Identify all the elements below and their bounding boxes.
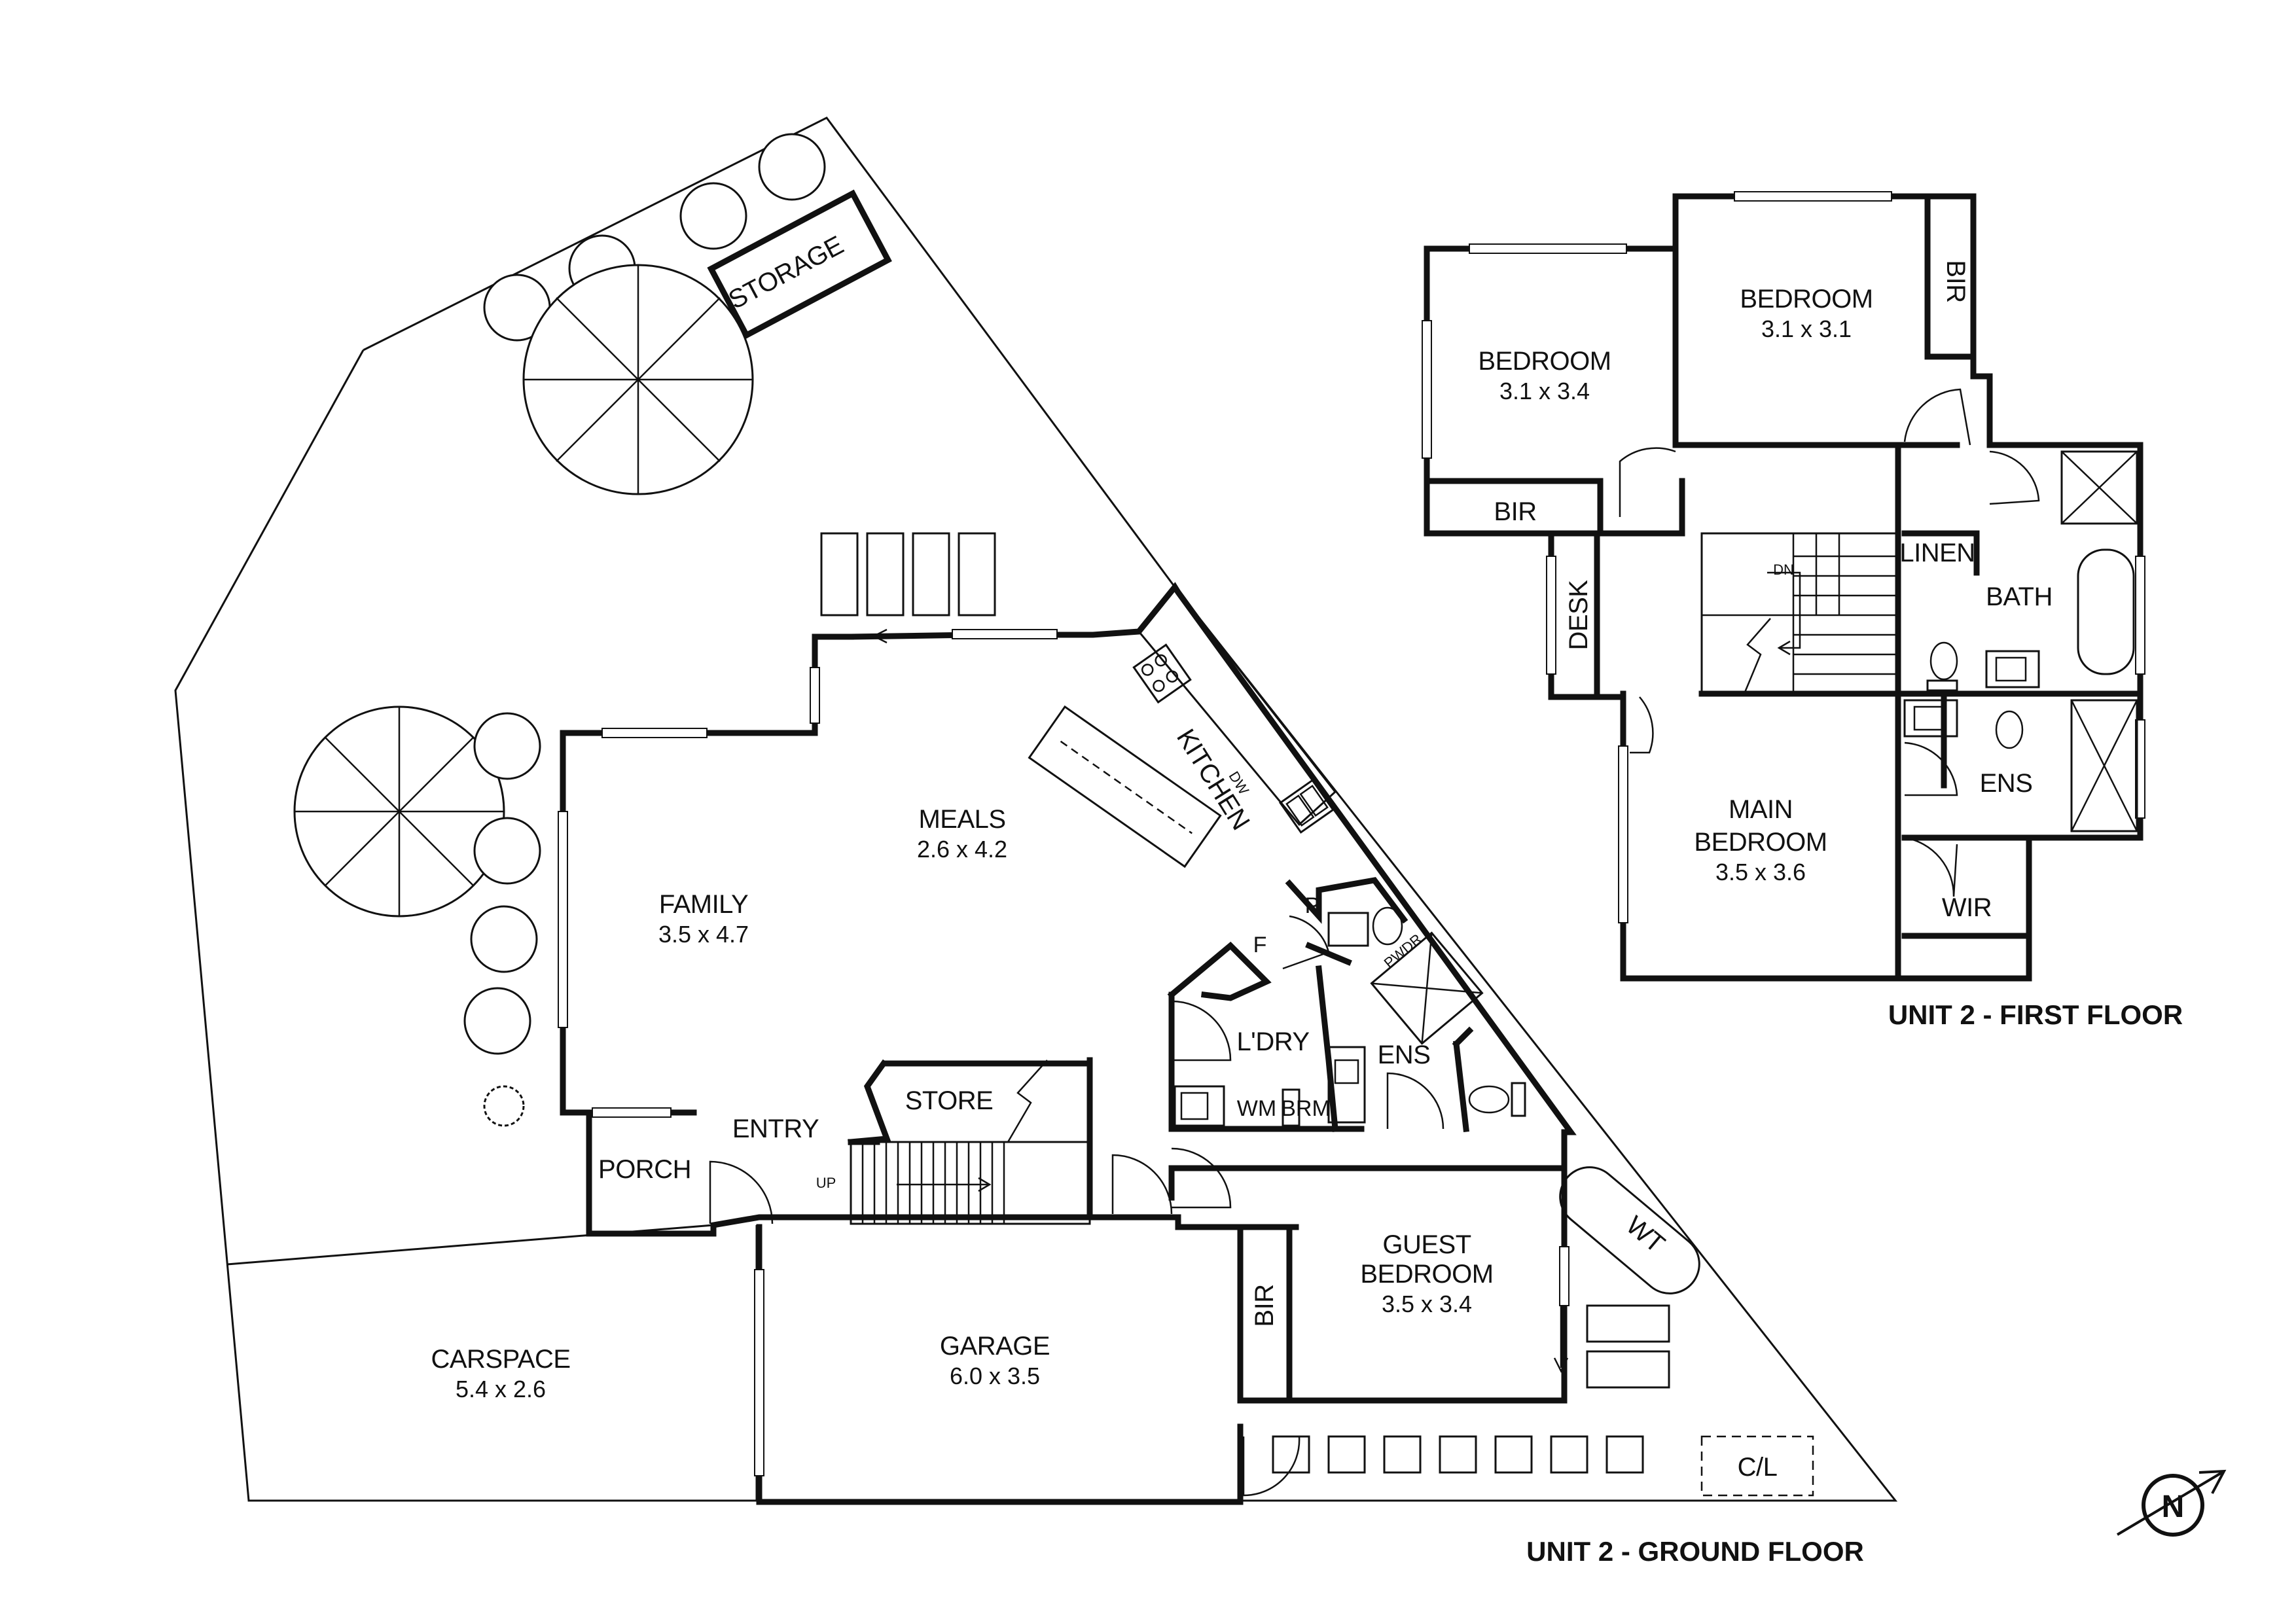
brm-label: BRM: [1281, 1096, 1331, 1121]
garage-dim: 6.0 x 3.5: [950, 1363, 1040, 1389]
fridge-label: F: [1253, 933, 1267, 957]
pwdr-label: PWDR: [1381, 931, 1426, 971]
meals-label: MEALS: [918, 805, 1005, 834]
wm-label: WM: [1237, 1096, 1276, 1121]
bedroom-2-bir-label: BIR: [1941, 260, 1970, 302]
site-boundary: [174, 116, 1898, 1502]
wt-label: WT: [1621, 1211, 1670, 1258]
guest-bedroom-label-1: GUEST: [1382, 1230, 1471, 1259]
guest-bedroom-dim: 3.5 x 3.4: [1382, 1291, 1472, 1317]
ground-floor-caption: UNIT 2 - GROUND FLOOR: [1526, 1536, 1864, 1567]
garage-label: GARAGE: [940, 1332, 1050, 1361]
main-bedroom-label-2: BEDROOM: [1694, 828, 1827, 857]
bedroom-1-bir-label: BIR: [1494, 497, 1536, 526]
pantry-label: P: [1305, 893, 1320, 918]
bedroom-2-dim: 3.1 x 3.1: [1761, 315, 1852, 342]
dn-label: DN: [1773, 562, 1794, 578]
ens-label: ENS: [1378, 1041, 1431, 1069]
family-dim: 3.5 x 4.7: [658, 921, 749, 948]
bedroom-1-dim: 3.1 x 3.4: [1499, 378, 1590, 404]
carspace-label: CARSPACE: [431, 1345, 570, 1374]
bath-label: BATH: [1986, 582, 2053, 611]
porch-label: PORCH: [598, 1155, 691, 1184]
entry-label: ENTRY: [732, 1115, 819, 1143]
first-floor-caption: UNIT 2 - FIRST FLOOR: [1888, 999, 2183, 1030]
storage-shed: [707, 189, 892, 340]
store-label: STORE: [905, 1086, 994, 1115]
north-arrow-icon: N: [2116, 1469, 2227, 1537]
linen-label: LINEN: [1899, 539, 1975, 567]
desk-label: DESK: [1564, 580, 1593, 651]
storage-label: STORAGE: [724, 230, 848, 315]
family-label: FAMILY: [659, 890, 748, 919]
landscape-trees: [293, 133, 826, 1127]
first-floor-plan: BEDROOM 3.1 x 3.4 BEDROOM 3.1 x 3.1 BIR …: [1422, 191, 2183, 1030]
guest-bir-label: BIR: [1250, 1284, 1279, 1327]
meals-dim: 2.6 x 4.2: [917, 836, 1007, 863]
water-tank: [1559, 1166, 1700, 1294]
first-floor-stairs: [1700, 532, 1899, 695]
wir-label: WIR: [1942, 893, 1992, 922]
main-bedroom-label-1: MAIN: [1729, 795, 1793, 824]
ground-floor-plan: STORAGE MEALS 2.6 x 4.2 KITCHEN DW FAMIL…: [174, 116, 1898, 1567]
guest-bedroom-label-2: BEDROOM: [1360, 1260, 1493, 1289]
staircase: [850, 1060, 1091, 1225]
north-label: N: [2162, 1489, 2185, 1524]
kitchen-fixtures: [1028, 585, 1337, 868]
carspace-dim: 5.4 x 2.6: [456, 1376, 546, 1402]
first-floor-ens-label: ENS: [1980, 769, 2033, 798]
up-label: UP: [816, 1175, 836, 1191]
main-bedroom-dim: 3.5 x 3.6: [1715, 859, 1806, 885]
cl-label: C/L: [1738, 1453, 1778, 1482]
laundry-label: L'DRY: [1236, 1027, 1309, 1056]
bedroom-2-label: BEDROOM: [1740, 285, 1873, 313]
bedroom-1-label: BEDROOM: [1478, 347, 1611, 376]
